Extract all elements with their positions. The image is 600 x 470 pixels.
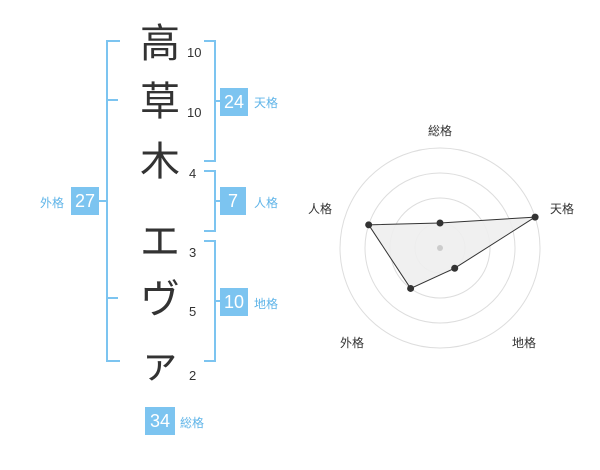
chikaku-label: 地格 [254,297,279,311]
jinkaku-connector [214,200,220,202]
stroke-count-3: 4 [189,166,197,181]
name-char-4: エ [140,219,180,265]
jinkaku-value: 7 [220,187,246,215]
jinkaku-label: 人格 [254,196,279,210]
radar-point-3 [451,264,459,272]
radar-grid-ring-4 [339,147,541,349]
tenkaku-value: 24 [220,88,248,116]
stroke-count-1: 10 [187,45,202,60]
stroke-count-5: 5 [189,304,197,319]
name-char-2: 草 [140,79,180,125]
radar-axis-label-gaikaku: 外格 [340,336,365,350]
name-char-6: ァ [140,341,180,387]
stroke-count-4: 3 [189,245,197,260]
radar-axis-label-jinkaku: 人格 [308,202,333,216]
stroke-count-6: 2 [189,368,197,383]
soukaku-label: 総格 [180,416,205,430]
tenkaku-connector [214,100,220,102]
gaikaku-value: 27 [71,187,99,215]
radar-point-5 [365,221,373,229]
radar-point-2 [531,213,539,221]
gaikaku-bracket [106,40,120,362]
radar-grid-ring-3 [364,172,516,324]
radar-axis-label-chikaku: 地格 [512,336,537,350]
radar-axis-label-soukaku: 総格 [428,124,453,138]
stroke-count-2: 10 [187,105,202,120]
chikaku-value: 10 [220,288,248,316]
gaikaku-tick-upper [106,99,118,101]
gaikaku-tick-lower [106,297,118,299]
gaikaku-label: 外格 [40,196,65,210]
radar-point-4 [407,284,415,292]
tenkaku-label: 天格 [254,96,279,110]
radar-series-polygon [367,216,536,290]
chikaku-connector [214,300,220,302]
soukaku-value: 34 [145,407,175,435]
name-char-3: 木 [140,139,180,185]
radar-point-1 [436,219,444,227]
radar-center-dot [437,245,443,251]
gaikaku-connector [99,200,106,202]
name-char-5: ヴ [140,277,180,323]
name-char-1: 高 [140,21,180,67]
radar-axis-label-tenkaku: 天格 [550,202,575,216]
